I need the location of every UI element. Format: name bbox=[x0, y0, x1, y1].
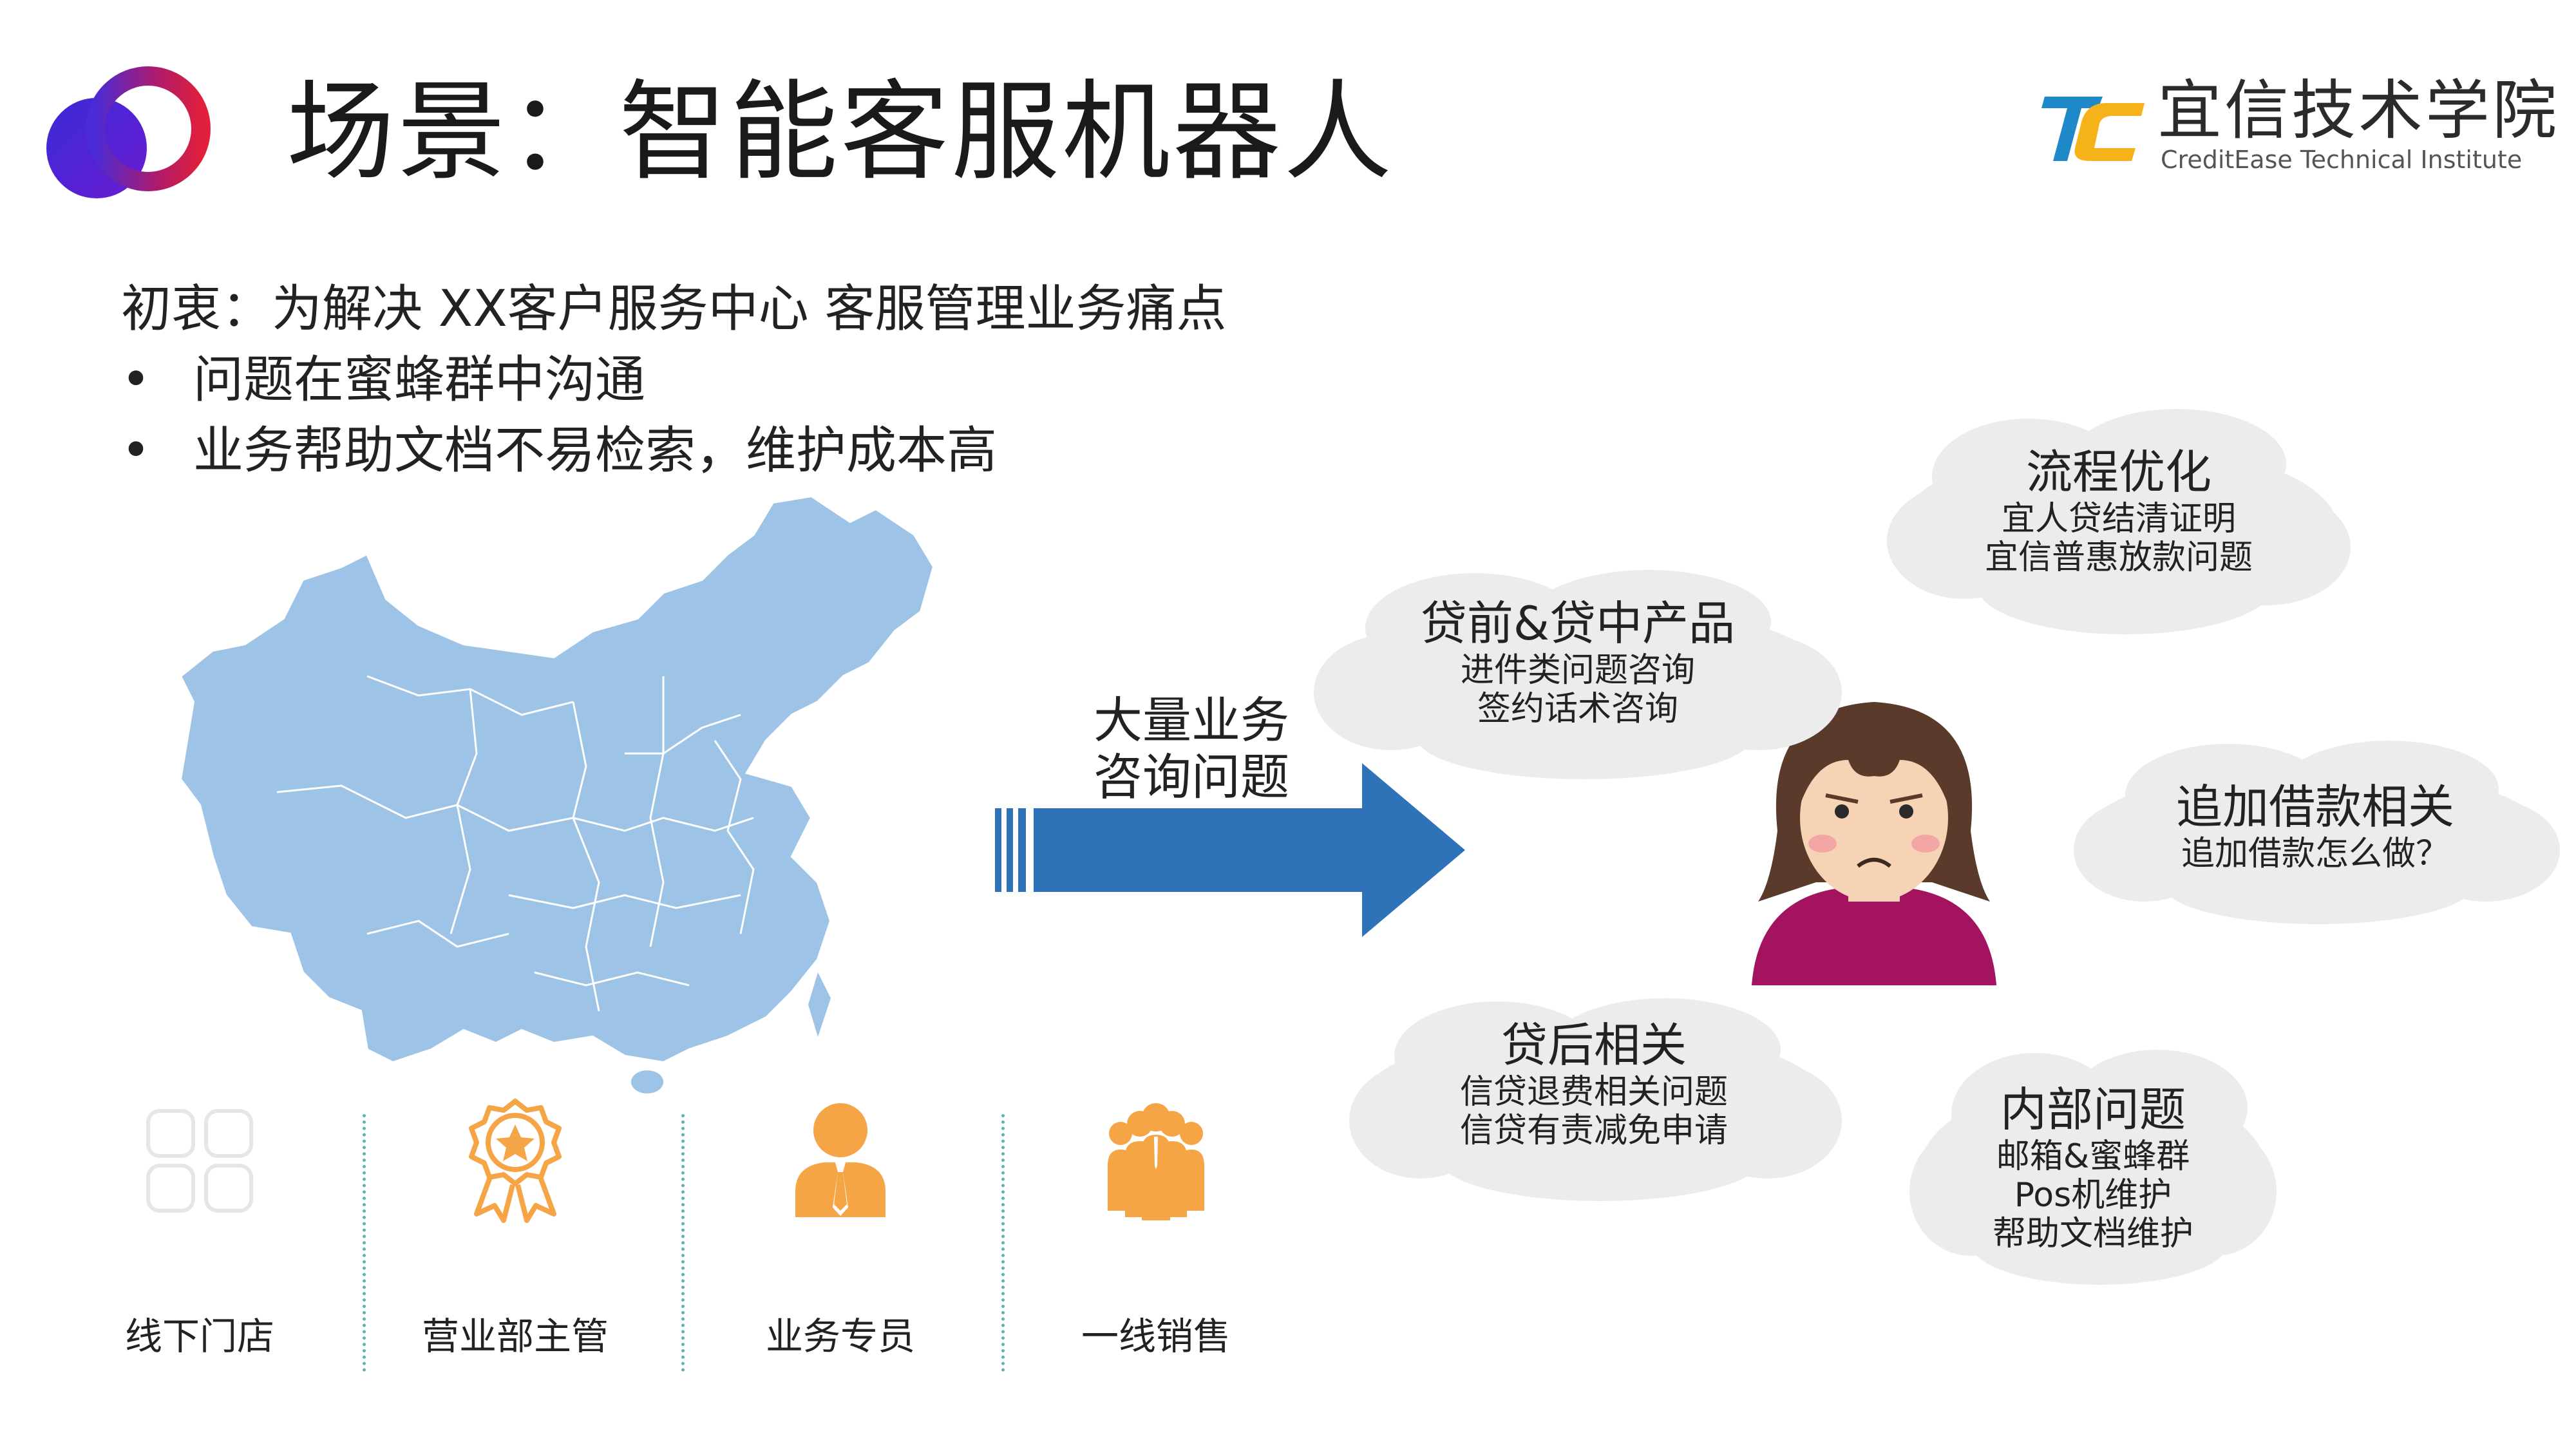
cloud-line: 宜人贷结清证明 bbox=[2001, 500, 2236, 538]
cloud-title: 追加借款相关 bbox=[2175, 780, 2454, 834]
bullet-dot: • bbox=[121, 351, 151, 409]
divider bbox=[1001, 1114, 1005, 1372]
role-branch-manager: 营业部主管 bbox=[393, 1095, 638, 1358]
cloud-title: 流程优化 bbox=[2025, 445, 2211, 499]
cloud-shape bbox=[1887, 409, 2351, 634]
right-arrow-icon bbox=[995, 763, 1465, 937]
cloud-title: 内部问题 bbox=[2000, 1083, 2186, 1137]
cloud-line: 帮助文档维护 bbox=[1992, 1215, 2193, 1253]
divider bbox=[363, 1114, 366, 1372]
brand-subtitle: CreditEase Technical Institute bbox=[2161, 146, 2523, 174]
cloud-preloan-products: 贷前&贷中产品 进件类问题咨询 签约话术咨询 bbox=[1307, 564, 1848, 782]
cloud-shape bbox=[2074, 741, 2560, 924]
arrow-label-line: 大量业务 bbox=[1094, 692, 1289, 749]
cloud-line: 宜信普惠放款问题 bbox=[1984, 538, 2253, 577]
cloud-title: 贷前&贷中产品 bbox=[1420, 596, 1736, 650]
brand-rings-logo bbox=[46, 66, 211, 198]
cloud-title: 贷后相关 bbox=[1501, 1018, 1687, 1072]
cloud-line: 信贷有责减免申请 bbox=[1459, 1112, 1728, 1150]
cloud-shape bbox=[1314, 570, 1842, 779]
brand-name: 宜信技术学院 bbox=[2157, 73, 2559, 148]
role-frontline-sales: 一线销售 bbox=[1034, 1095, 1278, 1358]
sales-team-icon bbox=[1108, 1103, 1204, 1220]
store-grid-icon bbox=[146, 1109, 253, 1213]
role-offline-store: 线下门店 bbox=[77, 1095, 322, 1358]
role-business-specialist: 业务专员 bbox=[718, 1095, 963, 1358]
tc-brand-icon bbox=[2041, 97, 2145, 161]
arrow-label: 大量业务 咨询问题 bbox=[1063, 692, 1320, 806]
role-label: 线下门店 bbox=[124, 1314, 274, 1358]
intro-heading: 初衷：为解决 XX客户服务中心 客服管理业务痛点 bbox=[121, 280, 1227, 338]
award-badge-icon bbox=[469, 1099, 562, 1223]
cloud-post-loan: 贷后相关 信贷退费相关问题 信贷有责减免申请 bbox=[1343, 992, 1845, 1204]
cloud-internal-issues: 内部问题 邮箱&蜜蜂群 Pos机维护 帮助文档维护 bbox=[1906, 1043, 2280, 1288]
arrow-label-line: 咨询问题 bbox=[1094, 748, 1289, 806]
bullet-item: • 业务帮助文档不易检索，维护成本高 bbox=[121, 419, 997, 483]
cloud-shape bbox=[1349, 998, 1842, 1201]
cloud-shape bbox=[1909, 1050, 2277, 1285]
cloud-additional-loan: 追加借款相关 追加借款怎么做？ bbox=[2067, 734, 2563, 927]
page-title: 场景：智能客服机器人 bbox=[287, 69, 1394, 195]
bullet-text: 业务帮助文档不易检索，维护成本高 bbox=[193, 422, 998, 480]
confused-customer-avatar bbox=[1752, 702, 1996, 985]
role-label: 营业部主管 bbox=[421, 1314, 609, 1358]
bullet-dot: • bbox=[121, 422, 151, 480]
cloud-line: 签约话术咨询 bbox=[1477, 690, 1678, 728]
role-label: 业务专员 bbox=[765, 1314, 915, 1358]
role-label: 一线销售 bbox=[1081, 1314, 1231, 1358]
cloud-line: 邮箱&蜜蜂群 bbox=[1996, 1137, 2190, 1176]
china-map bbox=[178, 494, 936, 1094]
divider bbox=[681, 1114, 685, 1372]
cloud-line: Pos机维护 bbox=[2014, 1176, 2172, 1215]
bullet-item: • 问题在蜜蜂群中沟通 bbox=[121, 348, 645, 412]
cloud-process-optimization: 流程优化 宜人贷结清证明 宜信普惠放款问题 bbox=[1880, 406, 2357, 638]
cloud-line: 信贷退费相关问题 bbox=[1459, 1073, 1728, 1112]
cloud-line: 进件类问题咨询 bbox=[1460, 651, 1695, 690]
cloud-line: 追加借款怎么做？ bbox=[2181, 835, 2449, 873]
bullet-text: 问题在蜜蜂群中沟通 bbox=[193, 351, 646, 409]
business-person-icon bbox=[795, 1103, 886, 1217]
